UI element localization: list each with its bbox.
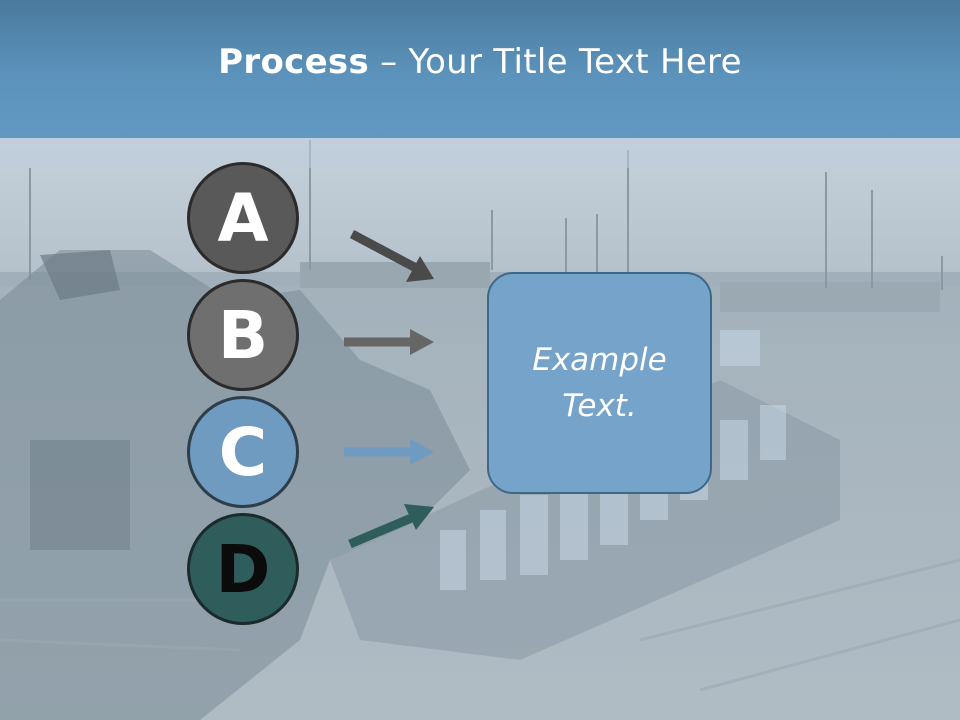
step-circle-d[interactable]: D — [187, 513, 299, 625]
slide-title[interactable]: Process – Your Title Text Here — [218, 42, 742, 82]
step-circle-b[interactable]: B — [187, 279, 299, 391]
arrow-a — [349, 230, 434, 282]
step-label: B — [217, 296, 269, 374]
title-bold: Process — [218, 42, 370, 82]
arrow-c — [344, 439, 434, 465]
example-text-box[interactable]: Example Text. — [487, 272, 712, 494]
step-circle-a[interactable]: A — [187, 162, 299, 274]
step-circle-c[interactable]: C — [187, 396, 299, 508]
step-label: D — [215, 530, 271, 608]
example-text: Example Text. — [532, 341, 667, 425]
title-bar: Process – Your Title Text Here — [0, 0, 960, 138]
step-label: A — [217, 179, 269, 257]
step-label: C — [218, 413, 268, 491]
arrow-b — [344, 329, 434, 355]
title-rest: – Your Title Text Here — [369, 42, 742, 82]
arrow-d — [348, 504, 434, 549]
header-band — [0, 138, 960, 168]
